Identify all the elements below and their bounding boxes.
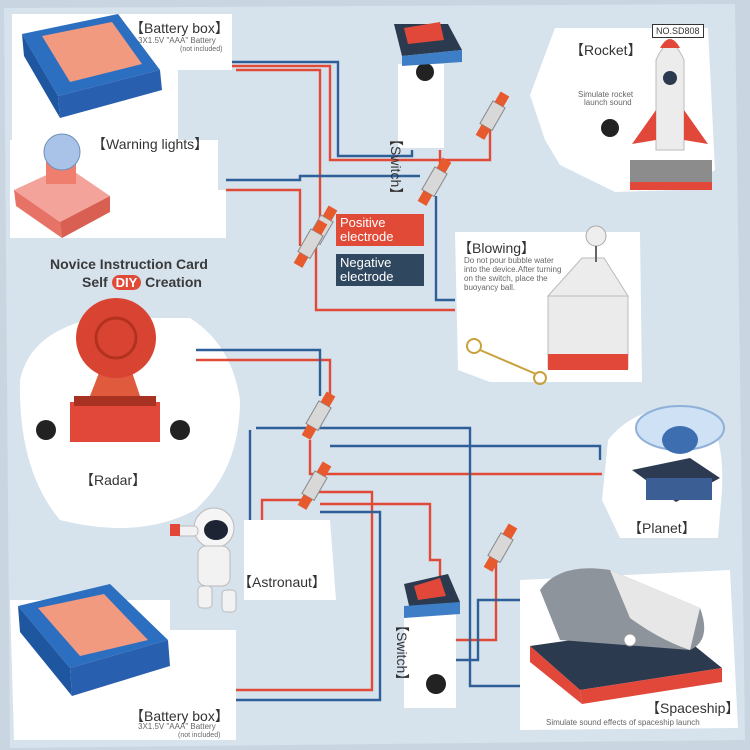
connector (301, 391, 336, 440)
connector (293, 219, 328, 268)
blowing-desc-2: into the device.After turning (464, 265, 562, 274)
spaceship-image (530, 568, 722, 704)
blowing-desc-3: on the switch, place the (464, 274, 548, 283)
rocket-desc-1: Simulate rocket (578, 90, 634, 99)
battery-bottom-note: (not included) (178, 732, 221, 739)
spaceship-label: 【Spaceship】 (646, 700, 740, 716)
blowing-image (466, 225, 629, 385)
connector (417, 157, 452, 206)
connector (297, 461, 332, 510)
switch-bottom-image (404, 574, 460, 618)
switch-bottom-hole (426, 674, 446, 694)
connector (475, 91, 510, 140)
radar-label: 【Radar】 (80, 472, 147, 488)
switch-top-label: 【Switch】 (388, 132, 404, 202)
diy-badge: DIY (111, 275, 142, 290)
blowing-desc-1: Do not pour bubble water (464, 256, 554, 265)
battery-bottom-spec: 3X1.5V "AAA" Battery (138, 722, 216, 731)
rocket-desc-2: launch sound (584, 98, 632, 107)
card-title-prefix: Self (82, 274, 108, 290)
rocket-hole (601, 119, 619, 137)
bubble-wand (466, 338, 547, 385)
switch-top-hole (416, 63, 434, 81)
battery-top-spec: 3X1.5V "AAA" Battery (138, 36, 216, 45)
radar-hole-right (170, 420, 190, 440)
astronaut-label: 【Astronaut】 (238, 574, 326, 590)
warning-light-image (14, 133, 110, 238)
astronaut-panel (244, 520, 336, 600)
rocket-image (630, 39, 712, 190)
battery-bottom-label: 【Battery box】 (130, 708, 229, 724)
rocket-label: 【Rocket】 (570, 42, 642, 58)
card-title-line2: Self DIY Creation (82, 274, 202, 290)
battery-box-bottom-image (18, 584, 170, 696)
radar-image (70, 298, 160, 442)
warning-label: 【Warning lights】 (92, 136, 209, 152)
connectors (293, 91, 518, 572)
blowing-desc-4: buoyancy ball. (464, 283, 516, 292)
astronaut-image (170, 507, 237, 613)
blowing-label: 【Blowing】 (458, 240, 536, 256)
battery-top-label: 【Battery box】 (130, 20, 229, 36)
battery-box-top-image (22, 14, 162, 118)
switch-top-image (394, 22, 462, 66)
planet-label: 【Planet】 (628, 520, 696, 536)
card-title-line1: Novice Instruction Card (50, 256, 208, 272)
planet-image (632, 405, 725, 502)
card-title-suffix: Creation (145, 274, 202, 290)
spaceship-desc: Simulate sound effects of spaceship laun… (546, 718, 700, 727)
battery-top-note: (not included) (180, 46, 223, 53)
negative-wires (196, 60, 602, 702)
switch-bottom-label: 【Switch】 (394, 618, 410, 688)
connector (483, 523, 518, 572)
model-number: NO.SD808 (652, 24, 704, 38)
positive-electrode-legend: Positive electrode (336, 214, 424, 246)
radar-hole-left (36, 420, 56, 440)
negative-electrode-legend: Negative electrode (336, 254, 424, 286)
